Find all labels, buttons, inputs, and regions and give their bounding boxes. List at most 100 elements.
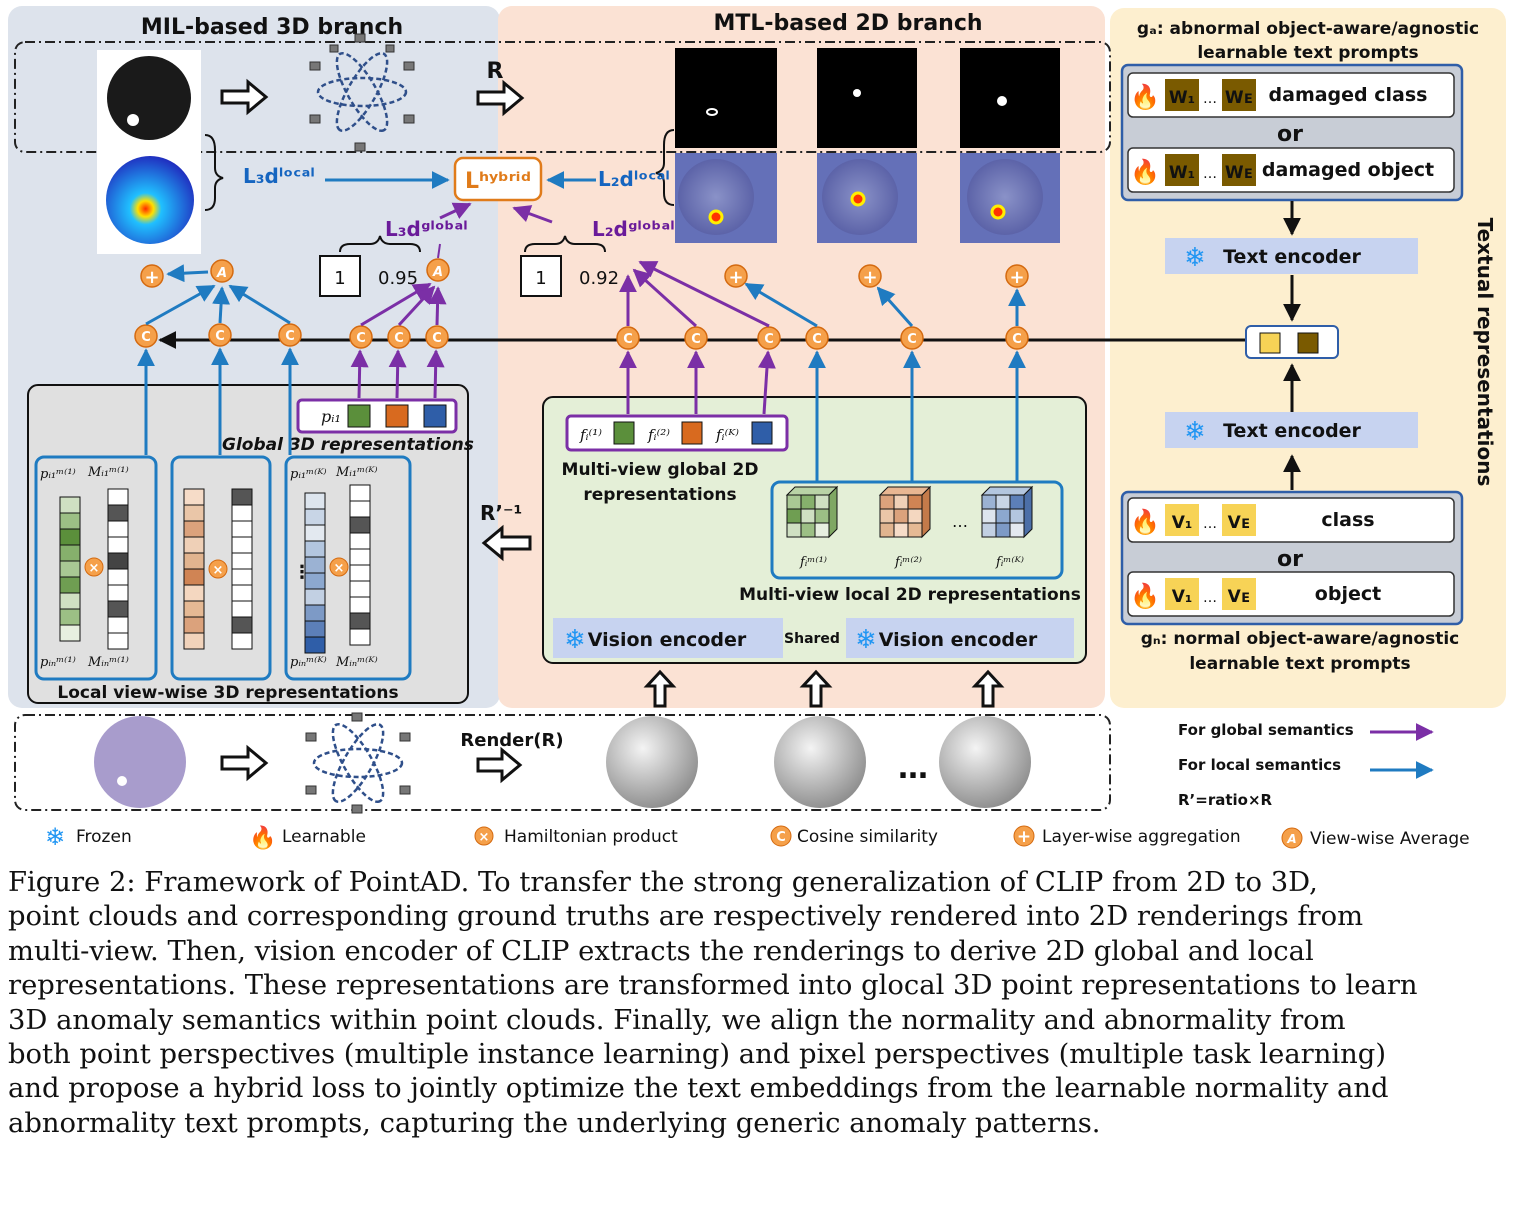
abnormal-prompt-class: [1127, 72, 1455, 118]
svg-text:C: C: [141, 330, 151, 345]
we-token-2: [1222, 154, 1256, 186]
ellipsis-1: …: [1203, 91, 1217, 107]
r-inverse-label: R’⁻¹: [480, 501, 522, 525]
we-token-1: [1222, 79, 1256, 111]
brace-2d: [655, 129, 675, 206]
feature-column-green: [59, 496, 81, 642]
view-average-glyph: A: [1286, 832, 1296, 846]
ellipsis-3: …: [1203, 516, 1217, 532]
fmk-label: fᵢᵐ⁽ᴷ⁾: [995, 555, 1024, 570]
label-value-2d: 1: [535, 268, 546, 289]
p-bottom-label: pᵢₙᵐ⁽¹⁾: [40, 655, 76, 670]
up-arrow-global-3: [426, 349, 445, 399]
legend-view-avg: View-wise Average: [1310, 829, 1470, 849]
vision-encoder-right-label: Vision encoder: [879, 629, 1038, 651]
vertical-ellipsis: ⋮: [293, 562, 311, 583]
feature-column-orange: [183, 488, 205, 650]
global-2d-feat-blue: [751, 421, 773, 445]
ga-title-line2: learnable text prompts: [1197, 43, 1418, 63]
l3d-local-label: L₃dˡᵒᶜᵃˡ: [243, 164, 315, 188]
ve-label-1: Vᴇ: [1228, 513, 1251, 533]
heatmap-2d-3-hotspot: [990, 204, 1006, 220]
text-encoder-top-label: Text encoder: [1223, 246, 1361, 268]
or-label-1: or: [1277, 122, 1303, 147]
normal-prompt-class: [1127, 497, 1455, 543]
vision-encoder-left: [553, 618, 783, 658]
a-glyph-local: A: [216, 266, 227, 281]
global-3d-rep-box: [296, 398, 458, 434]
hamiltonian-product-icon: [474, 826, 494, 846]
ga-title-line1: gₐ: abnormal object-aware/agnostic: [1137, 19, 1479, 39]
view-group-3: [284, 455, 412, 681]
legend-global-label: For global semantics: [1178, 721, 1354, 739]
l2d-local-label: L₂dˡᵒᶜᵃˡ: [598, 167, 670, 191]
flame-icon: 🔥: [249, 825, 276, 851]
view-average-node-local-3d: [210, 259, 234, 283]
mk-top-label: Mᵢ₁ᵐ⁽ᴷ⁾: [335, 465, 378, 480]
svg-text:C: C: [764, 332, 774, 347]
gt-render-1: [675, 48, 777, 148]
damaged-object-label: damaged object: [1262, 159, 1434, 181]
v1-token-2: [1165, 578, 1199, 610]
feature-column-blue: [304, 492, 326, 654]
ellipsis-2: …: [1203, 166, 1217, 182]
svg-text:+: +: [862, 267, 877, 288]
global-3d-label: Global 3D representations: [222, 435, 474, 455]
renderings-ellipsis: …: [898, 751, 928, 786]
abnormal-prompt-object: [1127, 147, 1455, 193]
fm1-label: fᵢᵐ⁽¹⁾: [799, 555, 827, 570]
l3d-global-label: L₃dᵍˡᵒᵇᵃˡ: [385, 217, 468, 241]
svg-text:C: C: [907, 332, 917, 347]
legend-local-label: For local semantics: [1178, 756, 1341, 774]
gn-title-line1: gₙ: normal object-aware/agnostic: [1141, 629, 1460, 649]
heatmap-2d-2-hotspot: [850, 191, 866, 207]
view-group-2: [170, 455, 272, 681]
render-label: Render(R): [460, 730, 563, 751]
view-group-1: [34, 455, 158, 681]
global-3d-feat-green: [347, 404, 371, 428]
svg-text:+: +: [728, 267, 743, 288]
svg-text:C: C: [356, 331, 366, 346]
svg-text:C: C: [285, 329, 295, 344]
svg-text:C: C: [623, 332, 633, 347]
hollow-up-arrow-2: [799, 669, 833, 708]
svg-text:×: ×: [334, 561, 345, 576]
render-r-label-top: R: [487, 59, 504, 84]
heatmap-2d-3-object: [967, 159, 1043, 235]
svg-text:+: +: [1009, 267, 1024, 288]
brace-3d-global: [339, 235, 421, 253]
avg-global-to-loss: [437, 243, 441, 259]
label-box-3d: [319, 255, 361, 297]
legend-frozen: Frozen: [76, 827, 132, 847]
point-cloud-render-region: [14, 714, 1111, 811]
rendering-2: [774, 716, 866, 808]
text-encoder-top-snowflake: ❄: [1184, 243, 1206, 273]
rendering-3: [939, 716, 1031, 808]
figure-caption: Figure 2: Framework of PointAD. To trans…: [8, 866, 1512, 1141]
l2d-global-arrow: [512, 205, 553, 224]
svg-text:×: ×: [89, 561, 100, 576]
up-arrow-global-1: [350, 349, 369, 399]
avg-to-agg-arrow-3d: [166, 264, 209, 283]
local-2d-grid-orange: [878, 485, 932, 539]
local-2d-grid-blue: [980, 485, 1034, 539]
ve-label-2: Vᴇ: [1228, 587, 1251, 607]
textual-representations-label: Textual representations: [1473, 218, 1497, 487]
local-2d-ellipsis: …: [952, 512, 968, 531]
hybrid-loss-box: [453, 156, 543, 202]
flame-icon-3: 🔥: [1130, 508, 1160, 536]
caption-line-3: multi-view. Then, vision encoder of CLIP…: [8, 935, 1314, 967]
object-label: object: [1315, 583, 1381, 605]
layer-aggregation-node-3d: [140, 264, 164, 288]
svg-text:C: C: [812, 332, 822, 347]
svg-text:C: C: [1012, 332, 1022, 347]
fk-label: fᵢ⁽ᴷ⁾: [715, 426, 739, 444]
normal-text-feature: [1297, 332, 1319, 354]
local-2d-arrows: [744, 282, 1026, 328]
cosine-glyph: C: [776, 830, 786, 845]
v1-label-1: V₁: [1172, 513, 1193, 533]
view-average-icon: [1281, 827, 1303, 849]
ground-truth-render-region: [14, 41, 1111, 153]
local-3d-arrows: [145, 284, 291, 326]
